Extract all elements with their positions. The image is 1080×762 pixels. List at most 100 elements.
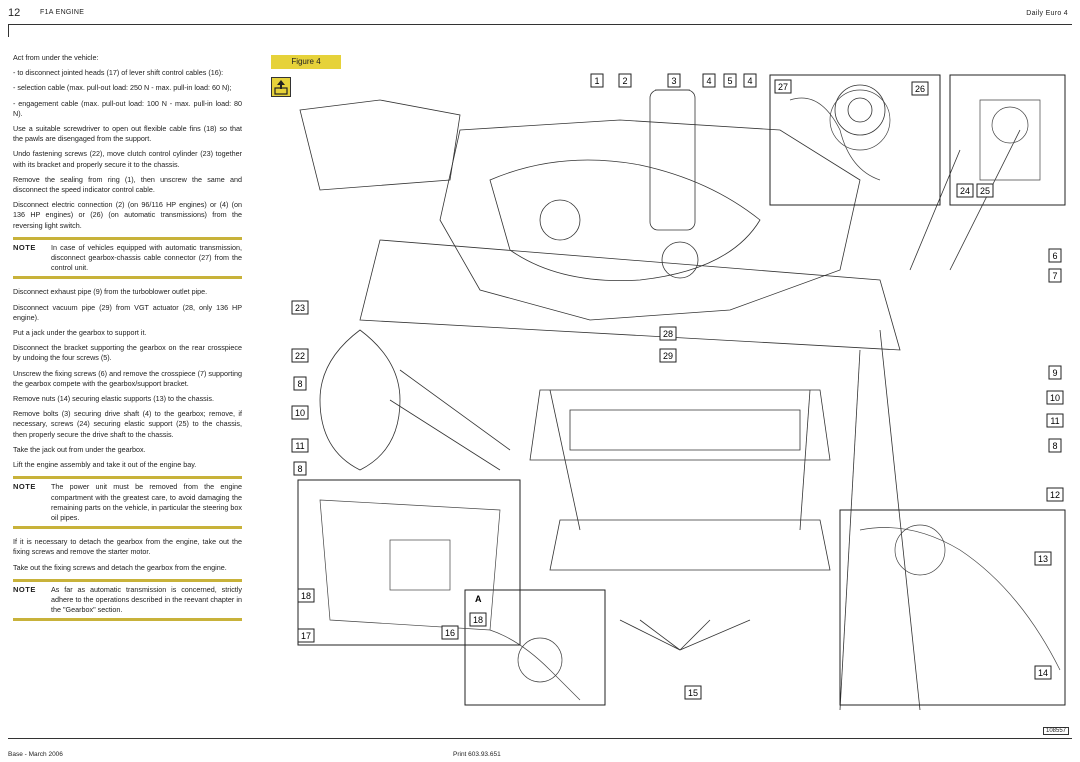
paragraph: Act from under the vehicle: (13, 53, 99, 62)
paragraph: Remove the sealing from ring (1), then u… (13, 174, 242, 195)
paragraph: Disconnect exhaust pipe (9) from the tur… (13, 287, 208, 297)
callout-number: 11 (295, 441, 304, 451)
callout-box (590, 73, 604, 88)
callout-number: 26 (915, 84, 925, 94)
callout-number: 5 (727, 76, 732, 86)
note-label: NOTE (13, 482, 36, 492)
procedure-text: Act from under the vehicle: - to disconn… (13, 53, 242, 629)
callout-box (1034, 551, 1052, 566)
callout-number: 28 (663, 329, 673, 339)
callout-box (469, 612, 487, 627)
callout-box (911, 81, 929, 96)
callout-number: 1 (594, 76, 599, 86)
callout-number: 8 (297, 464, 302, 474)
note-text: The power unit must be removed from the … (51, 482, 242, 522)
callout-number: 9 (1052, 368, 1057, 378)
callout-number: 18 (301, 591, 311, 601)
paragraph: Lift the engine assembly and take it out… (13, 460, 197, 470)
callout-number: 22 (295, 351, 305, 361)
callout-box (1046, 390, 1064, 405)
callout-number: 12 (1050, 490, 1060, 500)
callout-box (1048, 365, 1062, 380)
paragraph: Disconnect electric connection (2) (on 9… (13, 200, 242, 230)
paragraph: Use a suitable screwdriver to open out f… (13, 124, 242, 144)
callout-number: 25 (980, 186, 990, 196)
callout-box (291, 438, 309, 453)
paragraph: Disconnect vacuum pipe (29) from VGT act… (13, 302, 242, 322)
callout-number: 8 (297, 379, 302, 389)
paragraph: - engagement cable (max. pull-out load: … (13, 98, 242, 118)
note-text: In case of vehicles equipped with automa… (51, 242, 242, 273)
callout-box (1046, 487, 1064, 502)
callout-box (743, 73, 757, 88)
callout-box (659, 348, 677, 363)
callout-box (297, 588, 315, 603)
callout-number: 24 (960, 186, 970, 196)
callout-number: 16 (445, 628, 455, 638)
callout-box (1046, 413, 1064, 428)
callout-box (293, 461, 307, 476)
note-text: As far as automatic transmission is conc… (51, 584, 242, 615)
callout-number: 13 (1038, 554, 1048, 564)
callout-box (618, 73, 632, 88)
paragraph: Put a jack under the gearbox to support … (13, 328, 147, 338)
callout-number: 29 (663, 351, 673, 361)
callout-box (659, 326, 677, 341)
callout-number: 18 (473, 615, 483, 625)
note-box: NOTE In case of vehicles equipped with a… (13, 236, 242, 280)
callout-number: 7 (1052, 271, 1057, 281)
footer-print-code: Print 603.93.651 (453, 751, 501, 758)
callout-box (1034, 665, 1052, 680)
callout-box (1048, 248, 1062, 263)
callout-number: 11 (1050, 416, 1059, 426)
figure-reference-code: 108557 (1043, 727, 1070, 735)
callout-box (441, 625, 459, 640)
page-number: 12 (8, 7, 21, 19)
callout-box (1048, 438, 1062, 453)
section-title: F1A ENGINE (40, 9, 85, 16)
paragraph: Remove nuts (14) securing elastic suppor… (13, 394, 214, 404)
paragraph: Undo fastening screws (22), move clutch … (13, 149, 242, 169)
callout-number: 14 (1038, 668, 1048, 678)
callout-box (976, 183, 994, 198)
callout-number: 4 (747, 76, 752, 86)
callout-box (723, 73, 737, 88)
callout-box (667, 73, 681, 88)
note-label: NOTE (13, 584, 36, 594)
note-label: NOTE (13, 242, 36, 252)
edition-label: Daily Euro 4 (1026, 10, 1068, 17)
callout-number: 15 (688, 688, 698, 698)
callout-number: 17 (301, 631, 311, 641)
callout-number: 10 (1050, 393, 1060, 403)
inset-label: A (475, 594, 482, 604)
callout-box (291, 405, 309, 420)
paragraph: Take out the fixing screws and detach th… (13, 562, 227, 572)
figure-label: Figure 4 (271, 55, 341, 69)
callout-box (774, 79, 792, 94)
disassembly-icon (271, 77, 291, 97)
paragraph: - selection cable (max. pull-out load: 2… (13, 83, 232, 93)
callout-number: 10 (295, 408, 305, 418)
header-rule (8, 24, 1072, 25)
paragraph: Remove bolts (3) securing drive shaft (4… (13, 409, 242, 439)
callout-box (1048, 268, 1062, 283)
callout-number: 3 (671, 76, 676, 86)
callout-number: 4 (706, 76, 711, 86)
callout-box (702, 73, 716, 88)
paragraph: Unscrew the fixing screws (6) and remove… (13, 368, 242, 388)
callout-number: 23 (295, 303, 305, 313)
callout-number: 6 (1052, 251, 1057, 261)
callout-box (291, 300, 309, 315)
callout-box (293, 376, 307, 391)
paragraph: - to disconnect jointed heads (17) of le… (13, 68, 224, 78)
header-tick (8, 24, 9, 37)
callout-number: 27 (778, 82, 788, 92)
callout-number: 8 (1052, 441, 1057, 451)
note-box: NOTE As far as automatic transmission is… (13, 578, 242, 622)
callout-box (956, 183, 974, 198)
footer-edition: Base - March 2006 (8, 751, 63, 758)
paragraph: Disconnect the bracket supporting the ge… (13, 343, 242, 363)
callout-number: 2 (622, 76, 627, 86)
